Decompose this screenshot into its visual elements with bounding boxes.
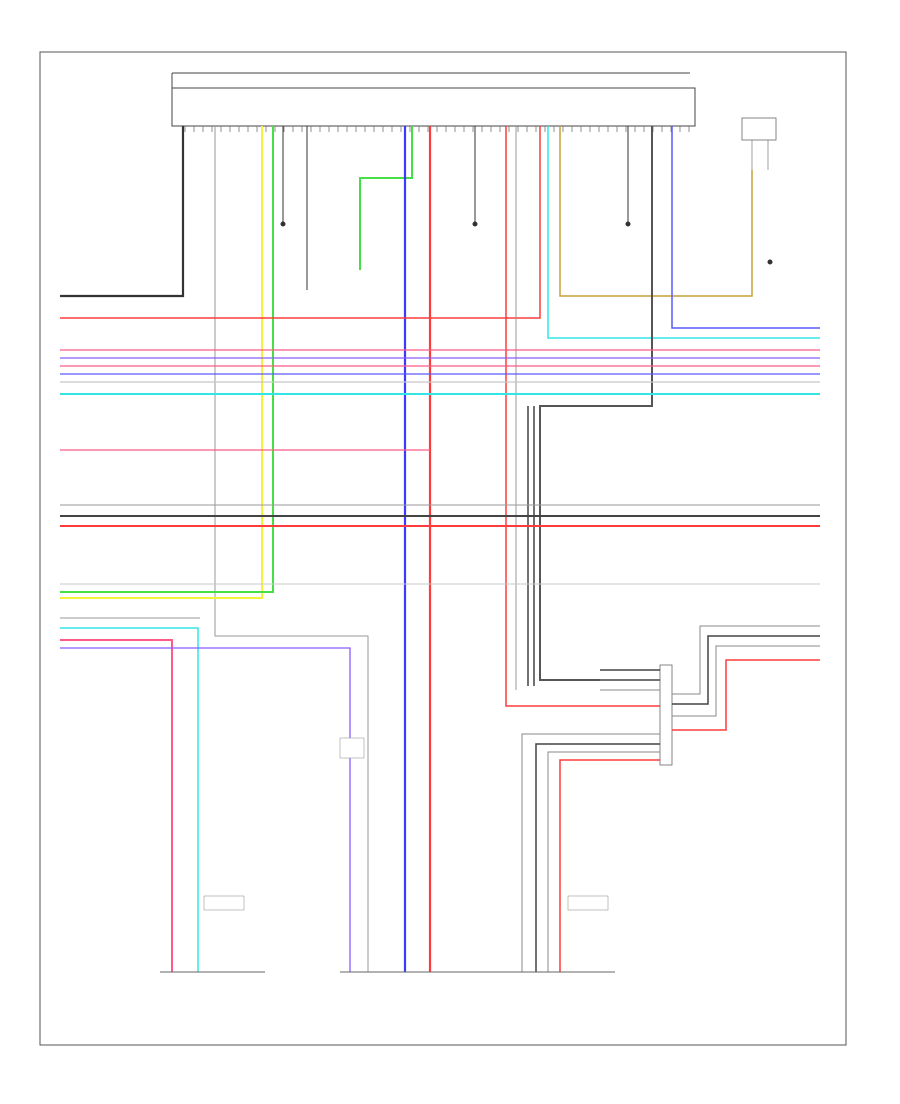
wire-gray-right [539,126,653,681]
wire-cyan-right [547,126,820,339]
wire-cyan-down [60,627,199,972]
wire-black-left [60,126,185,298]
top-right-switch [741,117,777,170]
wire-red-right [60,126,541,319]
wire-violet-right [671,126,820,329]
module-pins [184,126,690,132]
lower-right-connector [521,625,820,972]
page-frame [39,51,847,1046]
harness-bracket [171,72,690,88]
module-box [171,87,696,127]
wire-red-lower [505,126,660,707]
wire-green [60,126,274,593]
horizontal-wire-rows [60,349,820,619]
wire-gray-main [214,126,369,972]
wire-pink-down [60,639,173,972]
ground-symbols [280,221,773,265]
wire-yellow [60,126,263,599]
wire-tan [559,126,753,297]
wire-violet-down [60,647,351,972]
wire-green-top [359,126,413,270]
bottom-connectors [160,737,615,973]
